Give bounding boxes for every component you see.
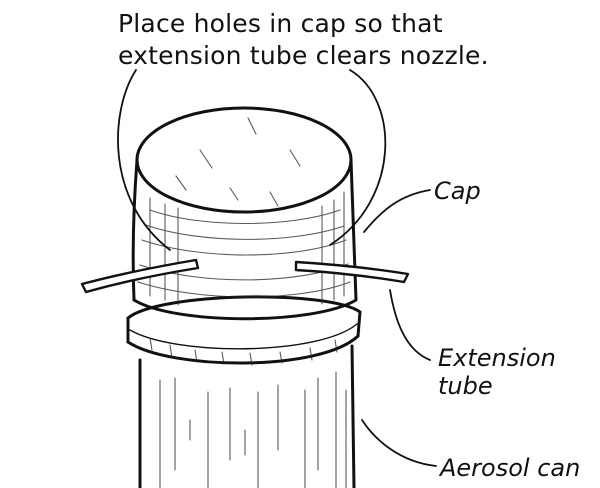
aerosol-can [140, 346, 354, 488]
instruction-text: Place holes in cap so that extension tub… [118, 8, 538, 72]
leader-aerosol-can [362, 420, 436, 466]
leader-extension-tube [390, 290, 430, 360]
label-extension-tube: Extension tube [438, 344, 556, 400]
label-aerosol-can: Aerosol can [440, 454, 580, 482]
label-cap: Cap [434, 177, 481, 205]
can-collar [128, 297, 360, 365]
extension-tube-right [296, 262, 408, 282]
leader-title-left [118, 70, 170, 250]
cap [133, 108, 356, 319]
